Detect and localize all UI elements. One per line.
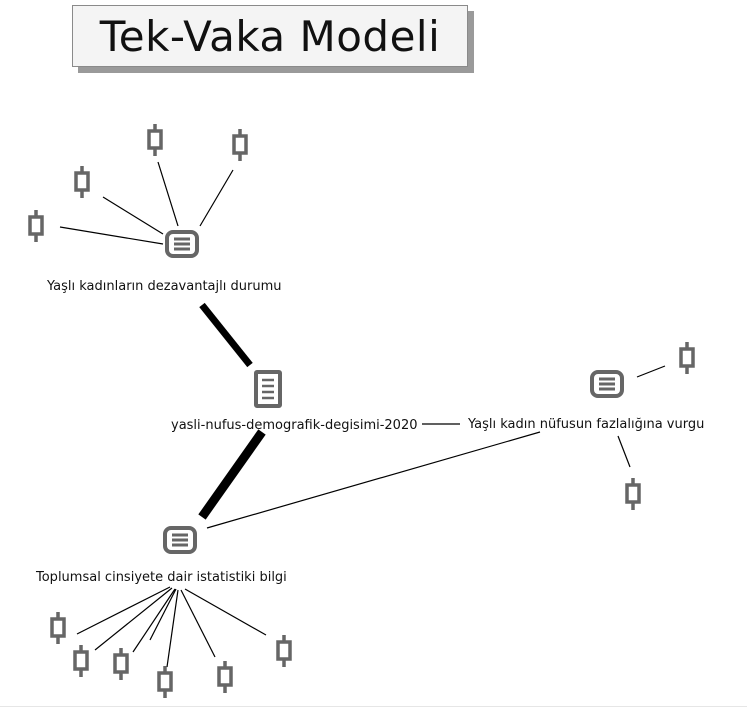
segment-icon[interactable] bbox=[679, 340, 695, 376]
code-node-gender-stats[interactable]: Toplumsal cinsiyete dair istatistiki bil… bbox=[35, 526, 287, 585]
code-icon bbox=[590, 370, 624, 398]
code-node-emphasis[interactable]: Yaşlı kadın nüfusun fazlalığına vurgu bbox=[467, 370, 704, 432]
edge-document-to-gender-stats bbox=[198, 429, 266, 520]
edge-segment bbox=[180, 589, 216, 658]
segment-icon[interactable] bbox=[73, 643, 89, 679]
edge-segment bbox=[94, 587, 173, 651]
edge-segment bbox=[617, 435, 631, 468]
edge-segment bbox=[149, 588, 177, 641]
edge-segment bbox=[132, 588, 176, 653]
edge-segment bbox=[76, 586, 171, 635]
edge-segment bbox=[199, 169, 234, 227]
code-label-gender-stats: Toplumsal cinsiyete dair istatistiki bil… bbox=[35, 570, 287, 585]
document-label: yasli-nufus-demografik-degisimi-2020 bbox=[171, 418, 418, 433]
segment-icon[interactable] bbox=[50, 610, 66, 646]
segment-icon[interactable] bbox=[232, 127, 248, 163]
code-label-emphasis: Yaşlı kadın nüfusun fazlalığına vurgu bbox=[467, 417, 704, 432]
code-icon bbox=[165, 230, 199, 258]
document-node[interactable]: yasli-nufus-demografik-degisimi-2020 bbox=[171, 370, 418, 433]
segment-icon[interactable] bbox=[625, 476, 641, 512]
edge-segment bbox=[166, 589, 179, 668]
edge-segment bbox=[102, 196, 164, 235]
divider bbox=[0, 706, 747, 707]
code-label-disadvantage: Yaşlı kadınların dezavantajlı durumu bbox=[46, 279, 281, 294]
edge-segment bbox=[184, 588, 267, 636]
segment-icon[interactable] bbox=[74, 164, 90, 200]
segment-icon[interactable] bbox=[157, 664, 173, 700]
code-node-disadvantage[interactable]: Yaşlı kadınların dezavantajlı durumu bbox=[46, 230, 281, 294]
edge-segment bbox=[59, 226, 164, 245]
segment-icon[interactable] bbox=[28, 208, 44, 244]
segment-icon[interactable] bbox=[276, 633, 292, 669]
edge-gender-stats-to-emphasis bbox=[206, 431, 541, 529]
edge-document-to-disadvantage bbox=[199, 302, 253, 368]
diagram-title: Tek-Vaka Modeli bbox=[72, 5, 468, 67]
segment-icon[interactable] bbox=[217, 659, 233, 695]
edge-segment bbox=[157, 161, 179, 227]
segment-icon[interactable] bbox=[113, 646, 129, 682]
edge-segment bbox=[636, 365, 666, 378]
document-icon bbox=[254, 370, 282, 408]
code-icon bbox=[163, 526, 197, 554]
segment-icon[interactable] bbox=[147, 122, 163, 158]
